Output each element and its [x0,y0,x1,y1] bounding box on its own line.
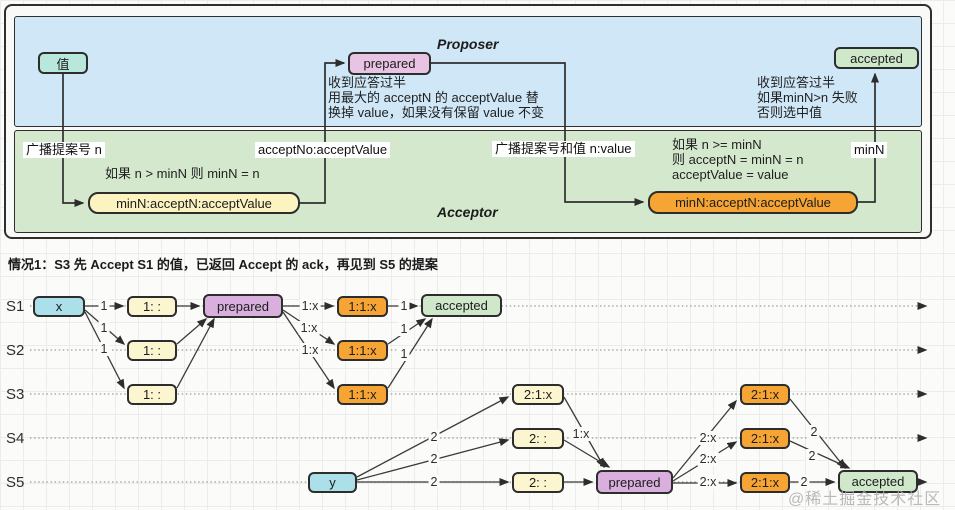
prepared2-node: prepared [596,470,673,494]
row-label-s4: S4 [6,430,25,447]
s5-accept2-node: 2:1:x [740,472,790,493]
edge-label: 1 [398,322,410,336]
broadcast-nv-label: 广播提案号和值 n:value [492,141,635,157]
edge-label: 1 [98,342,110,356]
edge-label: 1 [98,321,110,335]
s3-promise1-node: 1: : [127,384,177,405]
edge-label: 2 [428,430,440,444]
s3-accept2-node: 2:1:x [740,384,790,405]
edge-label: 2 [428,452,440,466]
proposal-y-node: y [308,472,357,493]
s2-accept1-node: 1:1:x [337,340,388,361]
accepted1-node: accepted [421,294,502,317]
s3-promise2-node: 2:1:x [512,384,564,405]
s1-promise1-node: 1: : [127,296,177,317]
edge-label: 2:x [697,452,719,466]
proposal-x-node: x [33,296,85,317]
s2-promise1-node: 1: : [127,340,177,361]
acceptor-panel [14,130,922,233]
edge-label: 2 [428,475,440,489]
edge-label: 1 [398,347,410,361]
proposer-note-right: 收到应答过半 如果minN>n 失败 否则选中值 [757,75,858,120]
edge-label: 2 [806,449,818,463]
watermark-text: @稀土掘金技术社区 [788,491,942,508]
value-node: 值 [38,52,88,74]
proposer-note-left: 收到应答过半 用最大的 acceptN 的 acceptValue 替 换掉 v… [328,75,544,120]
prepared-node-top: prepared [348,52,431,75]
edge-label: 2:x [697,475,719,489]
row-label-s2: S2 [6,342,25,359]
acceptor-rule-right: 如果 n >= minN 则 acceptN = minN = n accept… [672,137,804,182]
edge-label: 1:x [299,343,321,357]
prepared1-node: prepared [203,294,283,318]
edge-label: 1:x [299,299,321,313]
accepted-node-top: accepted [834,47,919,69]
s5-promise2-node: 2: : [512,472,564,493]
row-label-s1: S1 [6,298,25,315]
edge-label: 1:x [570,427,592,441]
case-caption: 情况1：S3 先 Accept S1 的值，已返回 Accept 的 ack，再… [8,257,438,272]
acceptor-title: Acceptor [437,204,498,220]
accept-no-label: acceptNo:acceptValue [255,142,391,158]
edge-label: 1 [398,299,410,313]
acceptor-state-left: minN:acceptN:acceptValue [88,192,300,214]
edge-label: 2 [798,475,810,489]
edge-label: 2:x [697,431,719,445]
edge-label: 1 [98,299,110,313]
s4-accept2-node: 2:1:x [740,428,790,449]
s4-promise2-node: 2: : [512,428,564,449]
proposer-panel [14,16,922,127]
minn-label: minN [851,142,888,158]
edge-label: 2 [808,425,820,439]
broadcast-n-label: 广播提案号 n [23,142,105,158]
s1-accept1-node: 1:1:x [337,296,388,317]
row-label-s5: S5 [6,474,25,491]
accepted2-node: accepted [838,470,918,493]
s3-accept1-node: 1:1:x [337,384,388,405]
acceptor-state-right: minN:acceptN:acceptValue [648,191,858,214]
proposer-title: Proposer [437,36,499,52]
acceptor-rule-left: 如果 n > minN 则 minN = n [105,166,260,181]
row-label-s3: S3 [6,386,25,403]
edge-label: 1:x [298,321,320,335]
